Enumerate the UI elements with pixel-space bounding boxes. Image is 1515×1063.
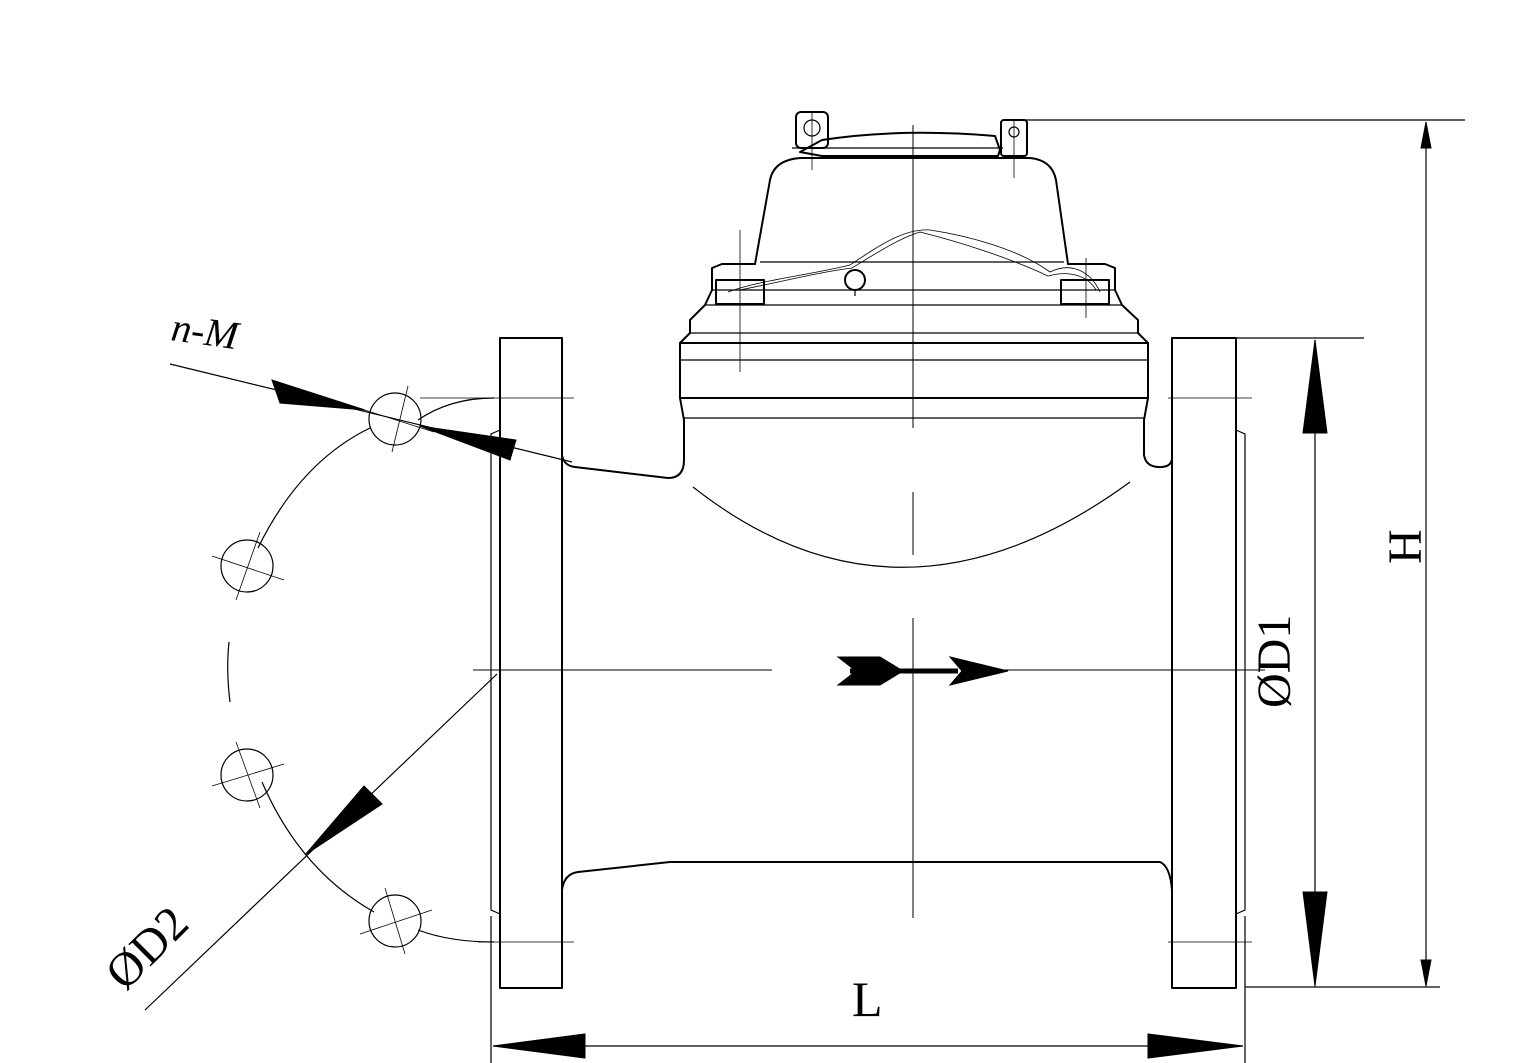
flow-direction-arrow — [836, 656, 1009, 686]
height-label: H — [1379, 529, 1432, 564]
bolt-hole — [211, 741, 285, 809]
bolt-hole — [211, 531, 285, 601]
bolt-circle-view — [211, 385, 495, 955]
bolt-spec-label: n-M — [169, 304, 244, 358]
bolt-spec-leader: n-M — [169, 304, 573, 463]
left-flange — [490, 337, 563, 989]
right-flange — [1171, 337, 1246, 989]
center-lines — [420, 125, 1265, 943]
flange-diameter-dimension: ØD1 — [1236, 337, 1440, 988]
bolt-circle-diameter-label: ØD2 — [95, 896, 198, 999]
meter-head — [679, 111, 1149, 421]
length-label: L — [852, 971, 883, 1027]
height-dimension: H — [1020, 119, 1465, 987]
bolt-hole — [357, 385, 435, 453]
bolt-hole — [359, 887, 433, 955]
pipe-body — [561, 419, 1173, 891]
flange-diameter-label: ØD1 — [1248, 615, 1301, 708]
length-dimension: L — [490, 916, 1246, 1063]
